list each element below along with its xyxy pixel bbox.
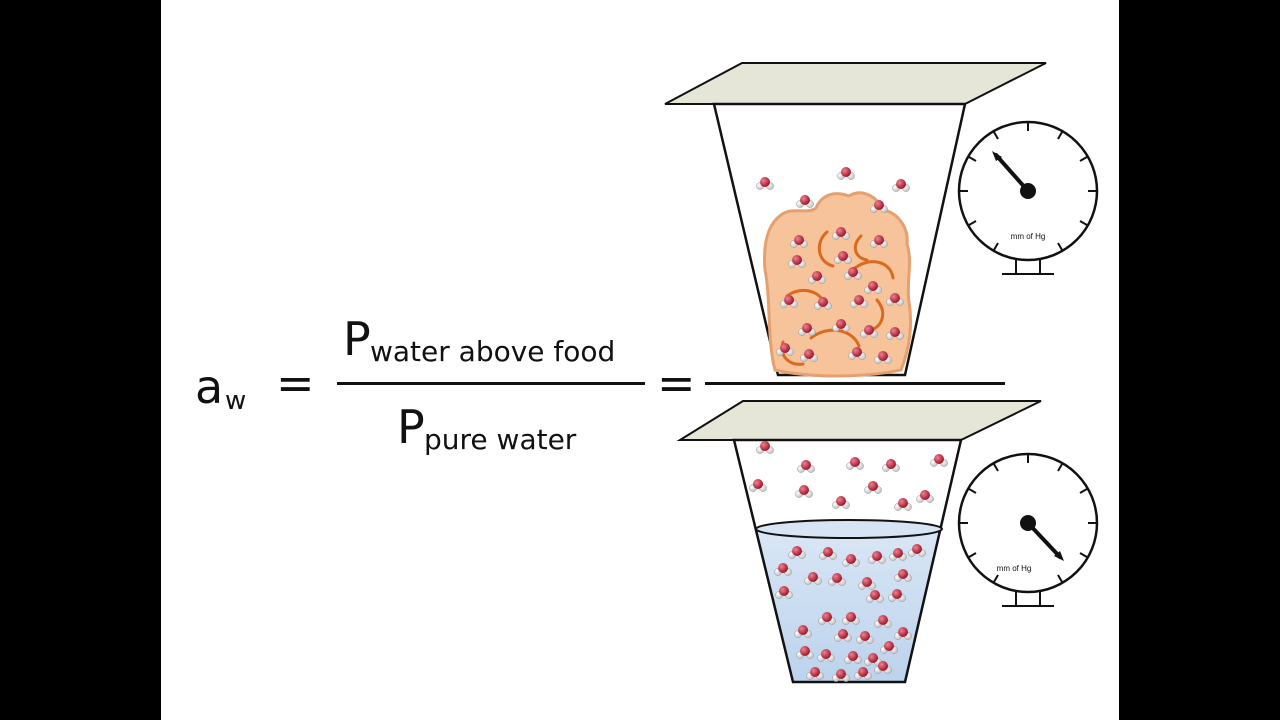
top-gauge-needle — [994, 153, 1030, 193]
bottom-gauge-stand — [1002, 592, 1054, 607]
fraction-bar-left — [337, 382, 645, 385]
water-body — [756, 529, 941, 682]
vapor-pressure-diagram: mm of Hg — [664, 62, 1099, 684]
numerator-subscript: water above food — [370, 335, 616, 368]
top-gauge-ticks — [959, 122, 1097, 252]
top-pressure-gauge: mm of Hg — [957, 120, 1099, 275]
denominator-p: P — [397, 400, 425, 454]
fraction-bar-right — [705, 382, 1005, 385]
denominator-subscript: pure water — [424, 423, 577, 456]
top-gauge-hub — [1020, 183, 1036, 199]
bottom-gauge-unit: mm of Hg — [997, 564, 1032, 573]
bottom-gauge-hub — [1020, 515, 1036, 531]
bottom-cup — [732, 438, 963, 684]
equals-sign-left: = — [276, 356, 315, 410]
slide: a w = P water above food P pure water = — [161, 0, 1119, 720]
aw-subscript: w — [225, 386, 247, 416]
top-container — [664, 62, 1047, 378]
equals-sign-right: = — [657, 356, 696, 410]
bottom-pressure-gauge: mm of Hg — [957, 452, 1099, 607]
top-gauge-stand — [1002, 260, 1054, 275]
bottom-vapor-molecules — [748, 440, 949, 512]
top-lid — [664, 62, 1047, 105]
aw-symbol: a — [195, 360, 224, 414]
bottom-gauge-ticks — [959, 454, 1097, 584]
bottom-container — [676, 400, 1042, 684]
numerator-p: P — [343, 312, 371, 366]
top-gauge-unit: mm of Hg — [1011, 232, 1046, 241]
bottom-lid — [676, 400, 1042, 441]
water-surface — [755, 519, 943, 539]
